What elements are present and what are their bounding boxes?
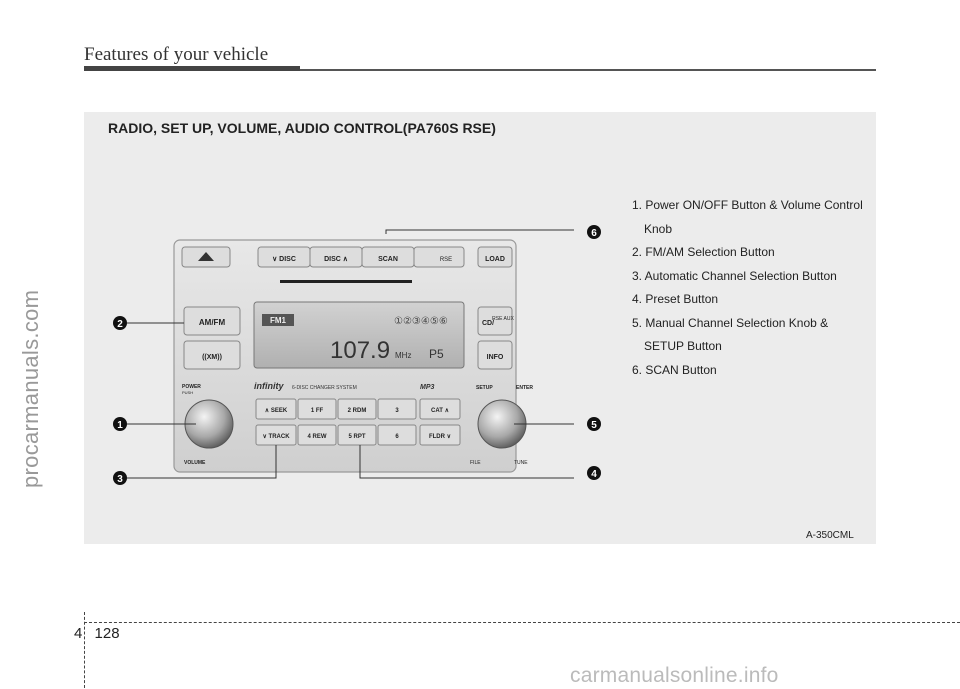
header-rule-thin [300,69,876,71]
push-label: PUSH [182,390,193,395]
info-label: INFO [487,354,504,361]
preset-6-label: 6 [395,434,399,440]
callout-3-line [126,445,277,479]
brand-logo: infinity [254,381,284,391]
page-number-value: 128 [94,625,120,642]
track-label: ∨ TRACK [262,434,290,440]
enter-label: ENTER [516,385,533,391]
tune-label: TUNE [514,460,528,466]
rse-aux-label: RSE AUX [492,316,514,322]
power-label: POWER [182,384,201,390]
preset-readout: P5 [429,347,444,361]
preset-6-button [377,424,417,446]
legend-item-5: 5. Manual Channel Selection Knob & SETUP… [632,312,872,359]
callout-4-line [359,445,574,479]
svg-text:4: 4 [591,469,597,480]
page-divider-horizontal [84,622,960,623]
seek-label: ∧ SEEK [265,408,288,414]
disc-down-label: ∨ DISC [272,256,296,263]
amfm-button [183,306,241,336]
legend-item-1-cont: Knob [644,221,673,236]
disc-up-label: DISC ∧ [324,256,348,263]
fldr-button [419,424,461,446]
band-indicator [262,314,294,326]
legend-item-6: 6. SCAN Button [632,359,872,383]
changer-label: 6-DISC CHANGER SYSTEM [292,385,357,391]
callout-4-marker: 4 [587,466,601,480]
svg-text:6: 6 [591,228,597,239]
legend-item-3-text: 3. Automatic Channel Selection Button [632,268,837,283]
legend-item-4-text: 4. Preset Button [632,292,719,306]
frequency-readout: 107.9 [330,337,390,364]
mp3-logo: MP3 [420,384,435,391]
legend-item-6-text: 6. SCAN Button [632,362,717,377]
callout-5-marker: 5 [587,417,601,431]
scan-label: SCAN [378,256,398,263]
fldr-label: FLDR ∨ [429,434,451,440]
xm-button [183,340,241,370]
load-button [477,246,513,268]
seek-button [255,398,297,420]
legend-item-5-cont: SETUP Button [644,339,722,353]
legend-item-5-text: 5. Manual Channel Selection Knob & [632,315,829,330]
preset-5-label: 5 RPT [348,434,365,440]
rse-label: RSE [440,257,452,263]
svg-text:1: 1 [117,420,123,431]
callout-6-line [385,229,574,234]
preset-4-button [297,424,337,446]
footer-watermark: carmanualsonline.info [570,664,779,687]
header-rule [84,66,300,71]
legend-item-1-text: 1. Power ON/OFF Button & Volume Control [632,198,863,212]
legend-item-4: 4. Preset Button [632,288,872,312]
frequency-unit: MHz [395,351,411,360]
preset-4-label: 4 REW [307,434,326,440]
legend-item-1: 1. Power ON/OFF Button & Volume Control … [632,194,872,241]
cd-label: CD/ [482,320,494,327]
eject-icon [198,252,214,261]
figure-title: RADIO, SET UP, VOLUME, AUDIO CONTROL(PA7… [108,120,496,136]
header-title: Features of your vehicle [84,44,269,65]
callout-6-marker: 6 [587,225,601,239]
svg-text:5: 5 [591,420,597,431]
callout-3-marker: 3 [113,471,127,485]
xm-label: ((XM)) [202,354,222,361]
load-label: LOAD [485,256,505,263]
svg-text:3: 3 [117,474,123,485]
page-divider-vertical [84,612,85,688]
preset-1-button [297,398,337,420]
legend-item-2-text: 2. FM/AM Selection Button [632,245,775,259]
cat-label: CAT ∧ [431,408,449,414]
svg-text:2: 2 [117,319,123,330]
preset-indicators: ①②③④⑤⑥ [394,316,448,327]
legend-list: 1. Power ON/OFF Button & Volume Control … [632,194,872,382]
legend-item-2: 2. FM/AM Selection Button [632,241,872,265]
band-label: FM1 [270,316,287,325]
info-button [477,340,513,370]
preset-5-button [337,424,377,446]
callout-2-marker: 2 [113,316,127,330]
page-number: 4 128 [74,625,120,642]
preset-2-label: 2 RDM [348,408,367,414]
callout-1-marker: 1 [113,417,127,431]
file-label: FILE [470,460,481,466]
amfm-label: AM/FM [199,318,226,327]
cd-slot [280,280,412,283]
radio-illustration: ∨ DISC DISC ∧ SCAN RSE LOAD AM/FM ((XM))… [113,225,601,485]
setup-label: SETUP [476,385,493,391]
preset-3-button [377,398,417,420]
cd-aux-button [477,306,513,336]
cat-button [419,398,461,420]
preset-1-label: 1 FF [311,408,324,414]
lcd-display [253,301,465,369]
side-watermark: procarmanuals.com [18,289,43,488]
section-number: 4 [74,625,83,642]
figure-code: A-350CML [806,530,854,541]
legend-item-3: 3. Automatic Channel Selection Button [632,265,872,289]
volume-label: VOLUME [184,460,206,466]
rse-power-button [413,246,465,268]
preset-3-label: 3 [395,408,399,414]
preset-2-button [337,398,377,420]
